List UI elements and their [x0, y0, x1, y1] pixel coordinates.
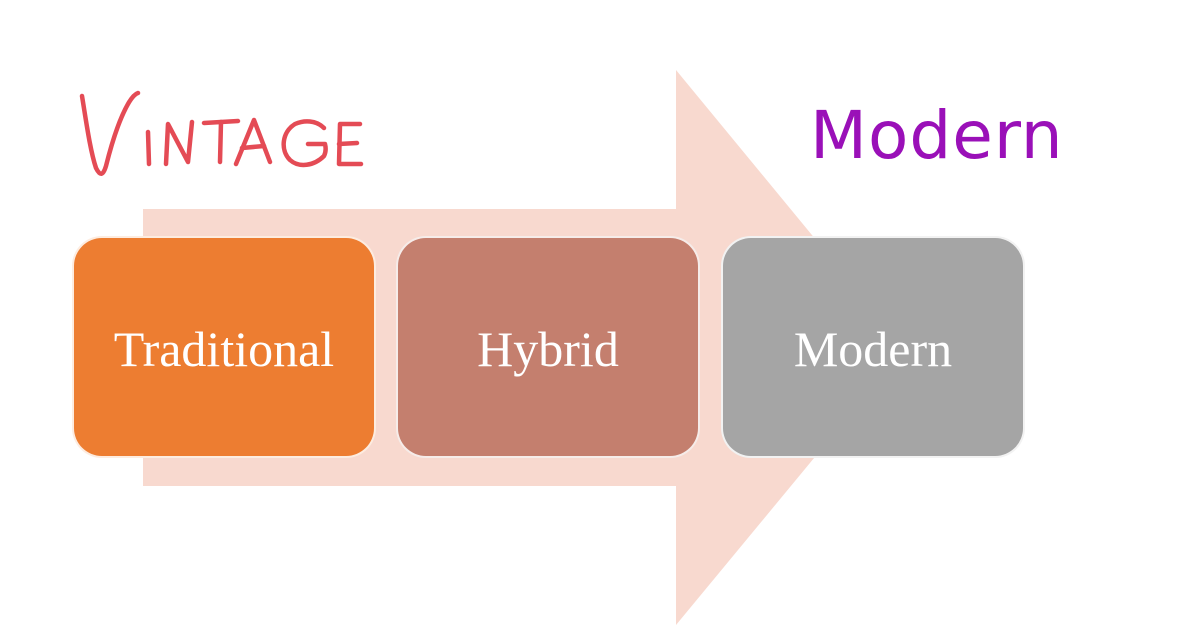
vintage-heading: Vintage — [76, 80, 416, 190]
vintage-handwritten-lettering — [79, 90, 364, 176]
stage-label-traditional: Traditional — [113, 321, 335, 377]
stage-box-traditional: Traditional — [72, 236, 376, 458]
stage-label-hybrid: Hybrid — [477, 321, 619, 377]
modern-heading: Modern — [810, 97, 1064, 174]
stage-box-hybrid: Hybrid — [396, 236, 700, 458]
stage-box-modern: Modern — [721, 236, 1025, 458]
stage-label-modern: Modern — [793, 321, 953, 377]
